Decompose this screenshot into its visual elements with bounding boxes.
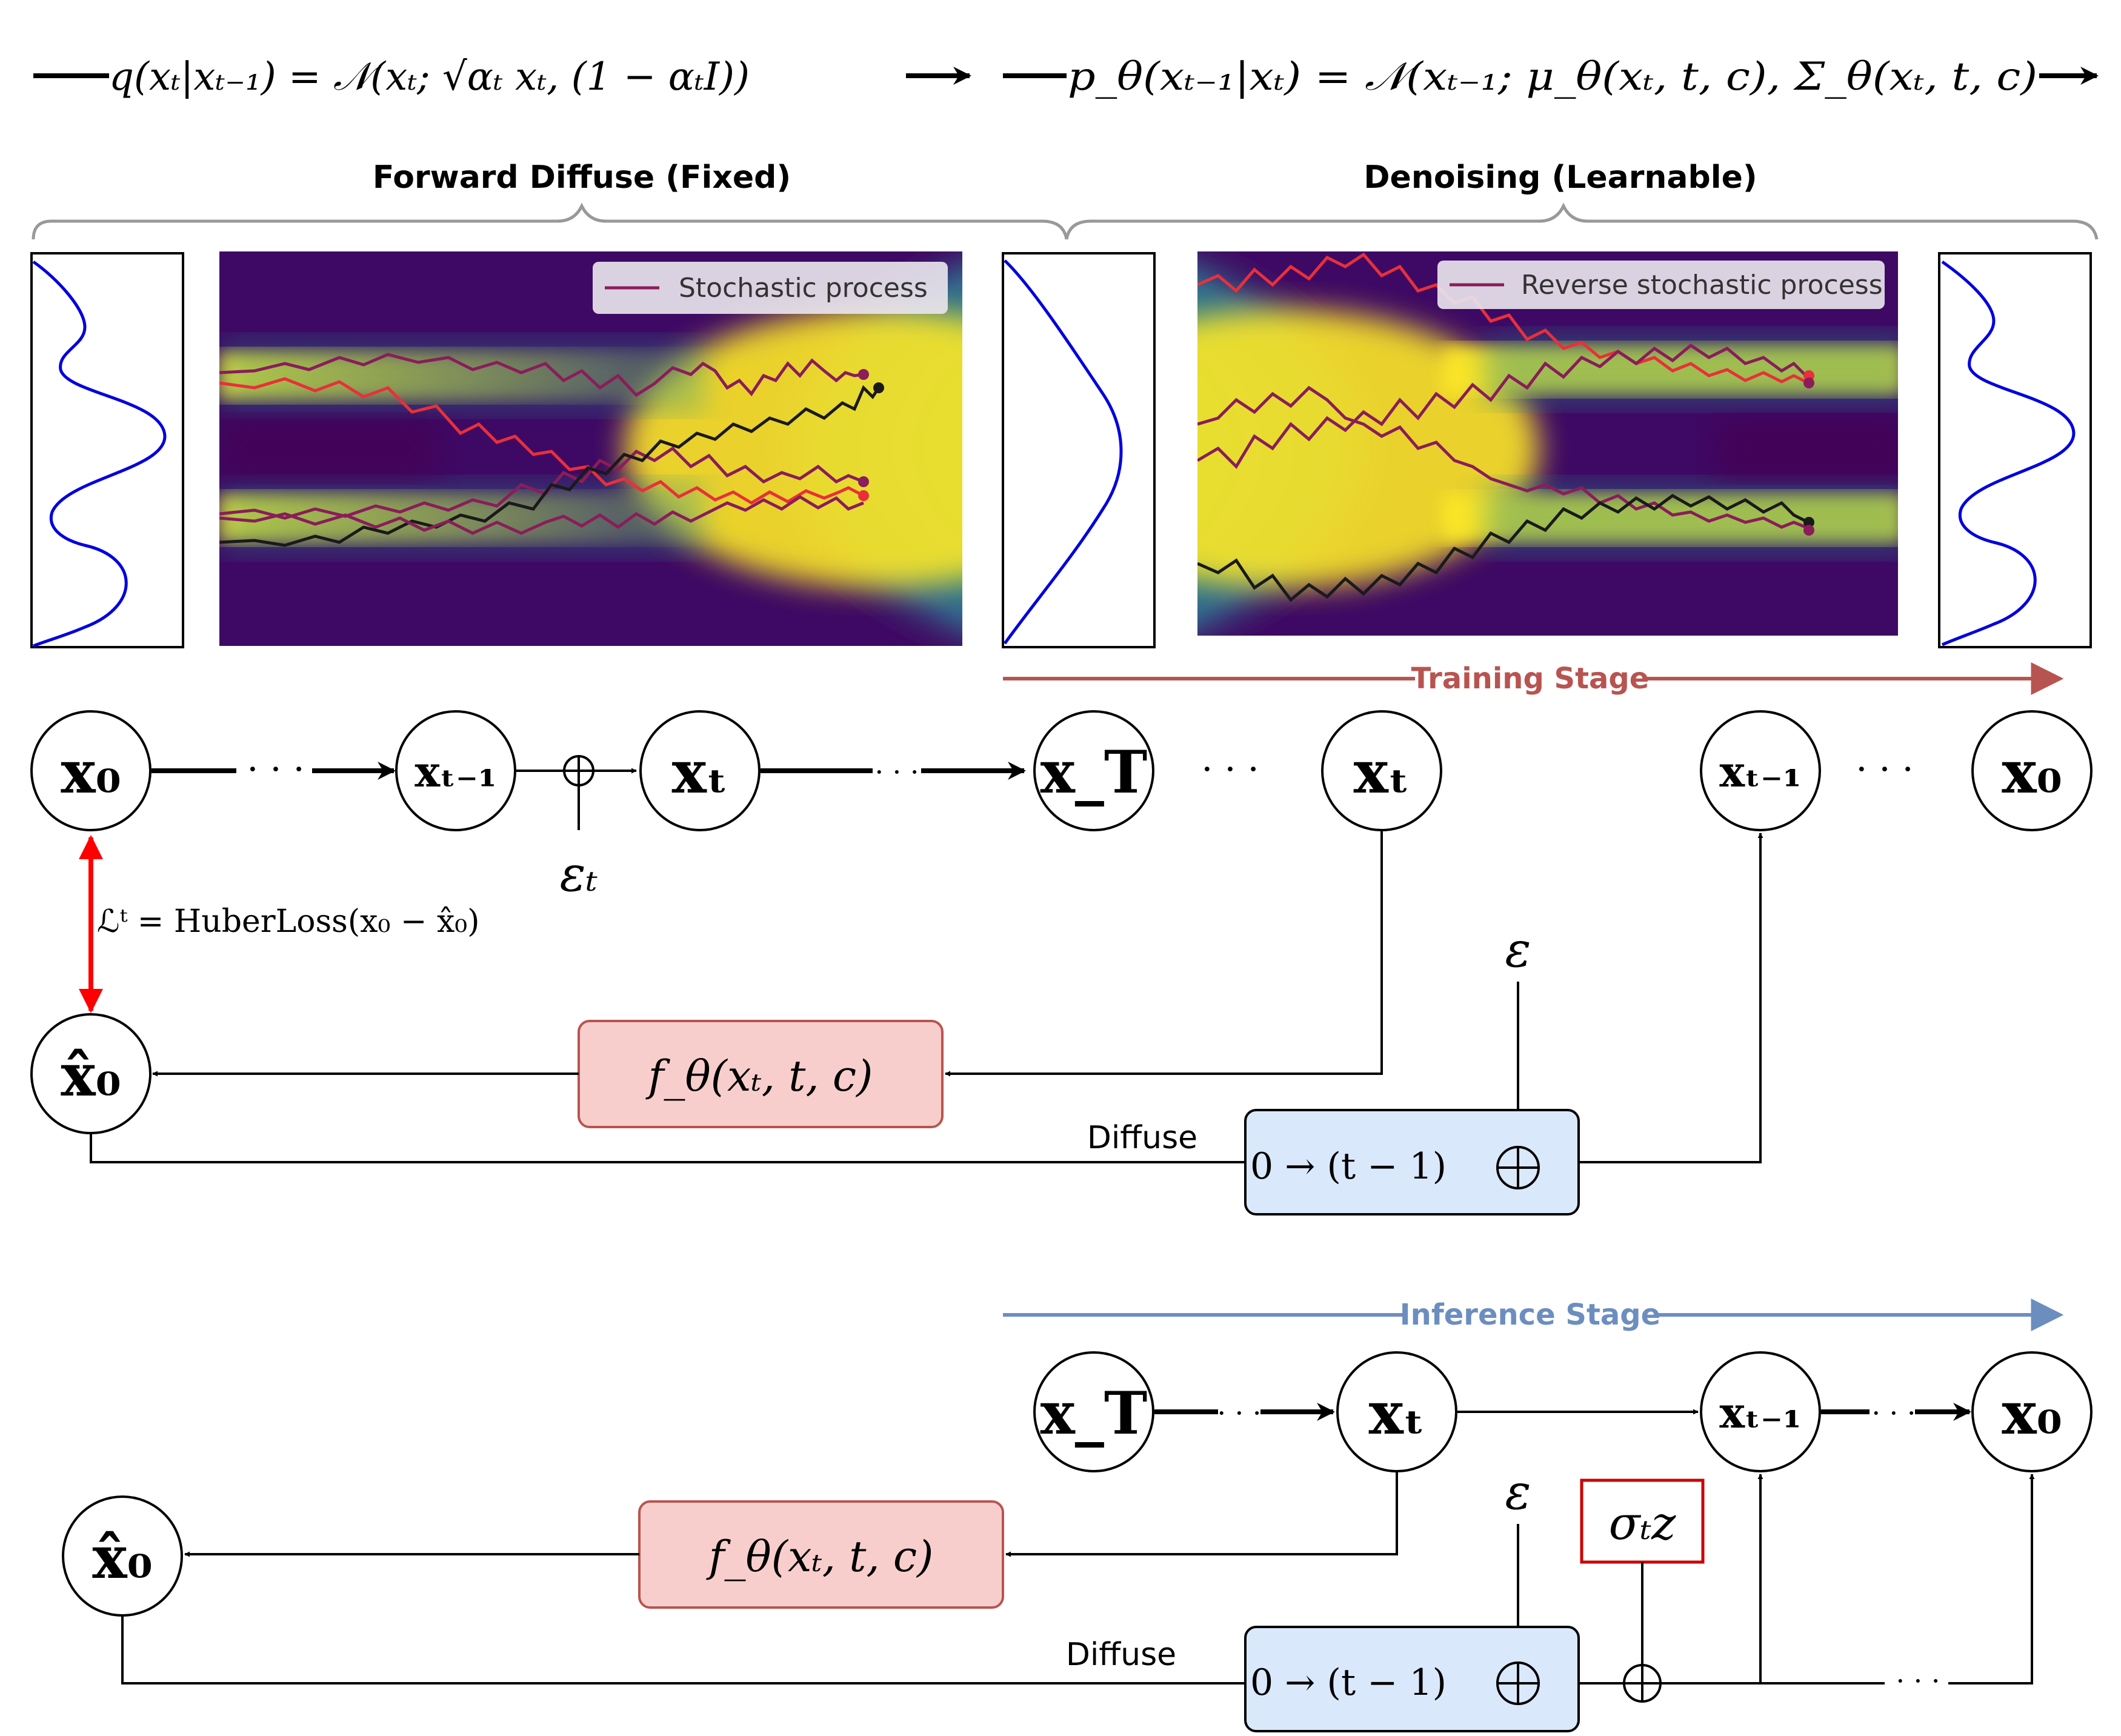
- inf-ellipsis-1: · · ·: [1217, 1397, 1261, 1429]
- train-ellipsis-1: · · ·: [247, 748, 304, 791]
- reverse-path-2: [1197, 385, 1806, 529]
- svg-text:x₀: x₀: [2002, 1379, 2062, 1448]
- train-model-label: f_θ(xₜ, t, c): [645, 1051, 873, 1101]
- forward-section-title: Forward Diffuse (Fixed): [373, 159, 791, 196]
- reverse-legend-label: Reverse stochastic process: [1521, 270, 1883, 301]
- train-diffuse-range: 0 → (t − 1): [1250, 1145, 1447, 1188]
- inference-stage-label: Inference Stage: [1400, 1298, 1660, 1332]
- forward-equation-text: q(xₜ|xₜ₋₁) = 𝒩(xₜ; √αₜ xₜ, (1 − αₜI)): [109, 55, 750, 99]
- inf-diffuse-box: 0 → (t − 1): [1244, 1626, 1580, 1732]
- data-density-plot: [30, 252, 184, 648]
- forward-path-1: [219, 353, 864, 397]
- inf-node-xT: x_T: [1033, 1351, 1154, 1472]
- reverse-equation: p_θ(xₜ₋₁|xₜ) = 𝒩(xₜ₋₁; μ_θ(xₜ, t, c), Σ_…: [1003, 55, 2099, 99]
- svg-text:xₜ₋₁: xₜ₋₁: [1719, 1388, 1801, 1438]
- reverse-heatmap: Reverse stochastic process: [1197, 251, 1898, 636]
- train-node-xt: xₜ: [639, 710, 761, 831]
- inf-model-box: f_θ(xₜ, t, c): [638, 1500, 1004, 1609]
- forward-brace: [32, 202, 1068, 240]
- gaussian-density-curve: [1003, 259, 1123, 645]
- svg-text:xₜ: xₜ: [1354, 738, 1410, 806]
- forward-legend: Stochastic process: [593, 262, 948, 314]
- reverse-section-title: Denoising (Learnable): [1364, 159, 1757, 196]
- train-node-xT: x_T: [1033, 710, 1154, 831]
- reverse-path-1: [1197, 252, 1807, 384]
- inf-model-label: f_θ(xₜ, t, c): [706, 1532, 934, 1581]
- svg-text:x_T: x_T: [1041, 1379, 1148, 1448]
- svg-text:xₜ₋₁: xₜ₋₁: [1719, 747, 1801, 797]
- svg-text:x₀: x₀: [2002, 738, 2062, 806]
- train-node-x0-hat: x̂₀: [30, 1013, 152, 1134]
- eps-t-label: εₜ: [560, 846, 598, 902]
- svg-text:xₜ₋₁: xₜ₋₁: [415, 747, 496, 797]
- output-density-plot: [1938, 252, 2092, 648]
- train-node-x0-out: x₀: [1971, 710, 2093, 831]
- forward-legend-label: Stochastic process: [679, 273, 928, 304]
- svg-text:x̂₀: x̂₀: [92, 1523, 152, 1592]
- noise-add-op: [563, 755, 594, 830]
- train-model-box: f_θ(xₜ, t, c): [578, 1020, 944, 1128]
- train-eps-label: ε: [1505, 922, 1531, 978]
- train-ellipsis-4: · · ·: [1856, 748, 1913, 791]
- train-node-x0: x₀: [30, 710, 152, 831]
- training-stage-label: Training Stage: [1411, 662, 1650, 696]
- inf-eps-label: ε: [1505, 1464, 1531, 1520]
- bimodal-density-curve: [32, 260, 167, 648]
- training-stage-arrow: Training Stage: [1003, 662, 2064, 696]
- svg-text:x_T: x_T: [1041, 738, 1148, 806]
- forward-heatmap: Stochastic process: [219, 251, 962, 646]
- train-ellipsis-2: · · ·: [874, 756, 919, 788]
- reverse-equation-text: p_θ(xₜ₋₁|xₜ) = 𝒩(xₜ₋₁; μ_θ(xₜ, t, c), Σ_…: [1068, 55, 2037, 99]
- reverse-path-4: [1197, 494, 1807, 602]
- train-diffuse-label: Diffuse: [1087, 1120, 1197, 1156]
- inf-node-xt: xₜ: [1336, 1351, 1457, 1472]
- inf-diffuse-range: 0 → (t − 1): [1250, 1661, 1447, 1704]
- svg-text:xₜ: xₜ: [1369, 1379, 1425, 1448]
- reverse-path-3: [1197, 343, 1807, 470]
- svg-text:x₀: x₀: [61, 738, 121, 806]
- inf-node-x0: x₀: [1971, 1351, 2093, 1472]
- gaussian-density-plot: [1002, 252, 1156, 648]
- train-diffuse-box: 0 → (t − 1): [1244, 1109, 1580, 1216]
- forward-path-4: [219, 385, 881, 547]
- forward-path-3: [219, 446, 864, 520]
- inf-node-x0-hat: x̂₀: [62, 1495, 183, 1617]
- reverse-legend: Reverse stochastic process: [1437, 261, 1885, 309]
- inf-node-xt-minus-1: xₜ₋₁: [1700, 1351, 1821, 1472]
- inf-diffuse-label: Diffuse: [1066, 1637, 1176, 1673]
- sigma-z-box: σₜz: [1580, 1478, 1705, 1564]
- inference-stage-arrow: Inference Stage: [1003, 1298, 2064, 1332]
- inf-noise-add-op: [1623, 1664, 1662, 1703]
- output-bimodal-density-curve: [1941, 260, 2076, 647]
- forward-equation: q(xₜ|xₜ₋₁) = 𝒩(xₜ; √αₜ xₜ, (1 − αₜI)): [33, 55, 971, 99]
- sigma-z-label: σₜz: [1609, 1496, 1677, 1550]
- train-node-xt-minus-1: xₜ₋₁: [395, 710, 516, 831]
- svg-text:x̂₀: x̂₀: [61, 1041, 121, 1109]
- loss-label: ℒᵗ = HuberLoss(x₀ − x̂₀): [97, 903, 479, 940]
- forward-path-5: [219, 495, 864, 535]
- inf-ellipsis-3: · · ·: [1896, 1664, 1940, 1697]
- inf-ellipsis-2: · · ·: [1871, 1397, 1916, 1429]
- train-node-xt-2: xₜ: [1321, 710, 1442, 831]
- train-ellipsis-3: · · ·: [1201, 748, 1259, 791]
- svg-text:xₜ: xₜ: [672, 738, 728, 806]
- reverse-brace: [1065, 202, 2099, 240]
- train-node-xt-minus-1-2: xₜ₋₁: [1700, 710, 1821, 831]
